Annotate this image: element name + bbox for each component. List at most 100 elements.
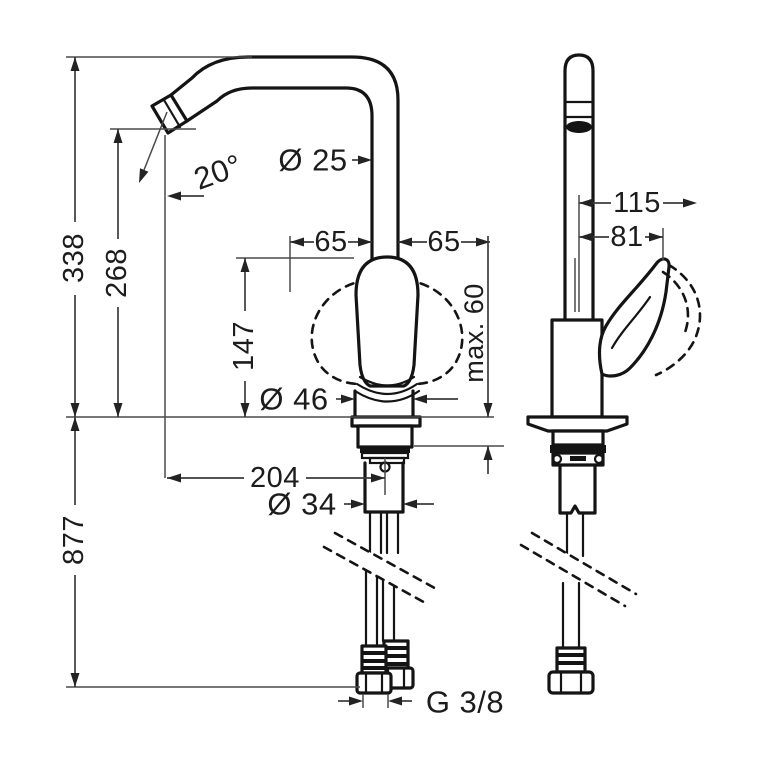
dim-spout-angle-20: 20°	[139, 111, 247, 201]
arrowhead-up	[113, 129, 123, 143]
arrowhead-left	[388, 696, 402, 706]
hose-lines-lower	[364, 564, 396, 648]
hose-upper-side	[565, 511, 585, 558]
hose-break-line-1	[333, 531, 442, 593]
crimp-band	[362, 651, 386, 655]
arrowhead-down	[70, 403, 80, 417]
dim-label-115: 115	[613, 187, 661, 219]
dim-label-268: 268	[101, 248, 133, 298]
dim-max-counter-thickness-60: max. 60	[459, 236, 493, 474]
crimp-band	[557, 661, 585, 665]
dim-connection-thread-g38: G 3/8	[338, 685, 504, 720]
arrowhead-left	[579, 198, 593, 208]
dim-shank-diameter-34: Ø 34	[267, 487, 434, 522]
dim-label-204: 204	[250, 462, 300, 494]
dim-label-147: 147	[228, 321, 260, 371]
arrowhead-angle	[139, 168, 149, 183]
spout-nozzle-joint-line	[162, 98, 182, 129]
arrowhead-right	[341, 394, 355, 404]
crimp-band	[362, 666, 386, 670]
arrowhead-right	[351, 499, 365, 509]
handle-front	[354, 255, 420, 388]
dim-body-diameter-46: Ø 46	[259, 382, 458, 417]
crimp-band	[384, 646, 408, 650]
handle-swivel-arc-right	[404, 278, 464, 386]
arrowhead-right	[476, 237, 490, 247]
dim-label-max60: max. 60	[459, 283, 489, 383]
handle-body-joint-arc-3	[353, 389, 421, 403]
hose-connector-left	[355, 644, 393, 695]
dim-label-81: 81	[610, 221, 643, 253]
crimp-band	[384, 662, 408, 666]
dim-hose-length-877: 877	[58, 417, 90, 687]
arrowhead-right	[358, 155, 372, 165]
arrowhead-left	[167, 473, 181, 483]
arrowhead-left	[413, 394, 427, 404]
dim-label-65-right: 65	[427, 226, 460, 258]
spout-outer-contour	[169, 55, 400, 264]
faucet-body-side	[550, 318, 604, 419]
arrowhead-down	[483, 403, 493, 417]
arrowhead-right	[358, 237, 372, 247]
angle-leader-line	[143, 111, 168, 171]
arrowhead-down	[113, 403, 123, 417]
collar-screw-left	[551, 453, 563, 465]
dim-label-g38: G 3/8	[426, 685, 504, 720]
arrowhead-right	[349, 696, 363, 706]
arrowhead-down	[240, 403, 250, 417]
hose-lines-upper	[368, 510, 400, 555]
mounting-sleeve-side	[551, 429, 605, 447]
hose-break-mask	[324, 533, 440, 605]
handle-swivel-arc-left	[310, 278, 370, 386]
arrowhead-up	[240, 258, 250, 272]
collar-center-detail	[570, 456, 586, 461]
o-ring-band-side	[550, 445, 606, 453]
dim-spout-diameter-25: Ø 25	[278, 143, 372, 178]
mounting-sleeve	[356, 424, 414, 449]
side-view-drawing	[519, 53, 702, 695]
arrowhead-up	[483, 446, 493, 460]
crimp-band	[557, 653, 585, 657]
handle-raised-dashed-inner	[661, 270, 690, 337]
arrowhead-right	[683, 198, 697, 208]
faucet-body	[353, 389, 415, 419]
dim-side-reach-81: 81	[579, 221, 664, 260]
dim-label-o34: Ø 34	[267, 487, 336, 522]
dim-label-o25: Ø 25	[278, 143, 347, 178]
supply-hoses	[322, 510, 442, 648]
o-ring-band	[360, 447, 410, 453]
threaded-shank-side	[558, 463, 597, 515]
arrowhead-left	[167, 191, 181, 201]
dim-spout-reach-204: 204	[167, 462, 385, 494]
front-view-drawing	[150, 55, 464, 695]
arrowhead-left	[398, 237, 412, 247]
hose-connector-side	[547, 646, 595, 695]
escutcheon-plate-side	[526, 415, 629, 433]
threaded-shank	[363, 461, 405, 514]
handle-raised-dashed-outer	[654, 263, 702, 377]
connector-nut	[355, 671, 393, 695]
arrowhead-right	[649, 232, 663, 242]
collar-screw-right	[593, 453, 605, 465]
handle-side-inner-line	[610, 295, 652, 350]
dim-spout-height-268: 268	[101, 129, 133, 417]
arrowhead-right	[371, 473, 385, 483]
crimp-band	[384, 654, 408, 658]
crimp-band	[362, 659, 386, 663]
arrowhead-up	[70, 417, 80, 431]
hose-break-mask-side	[521, 533, 636, 606]
handle-body-joint-arc-2	[355, 382, 419, 395]
handle-body-joint-arc-1	[358, 375, 416, 387]
arrowhead-left	[403, 499, 417, 509]
dim-total-height-338: 338	[58, 57, 90, 417]
connector-nut	[547, 670, 595, 695]
arrowhead-up	[70, 57, 80, 71]
dim-side-reach-115: 115	[579, 187, 697, 219]
dim-label-877: 877	[58, 515, 90, 565]
hose-break-line-2-side	[519, 543, 627, 608]
hose-lower-side	[561, 581, 581, 650]
dim-handle-height-147: 147	[228, 257, 354, 417]
hose-break-line-1-side	[530, 531, 638, 596]
